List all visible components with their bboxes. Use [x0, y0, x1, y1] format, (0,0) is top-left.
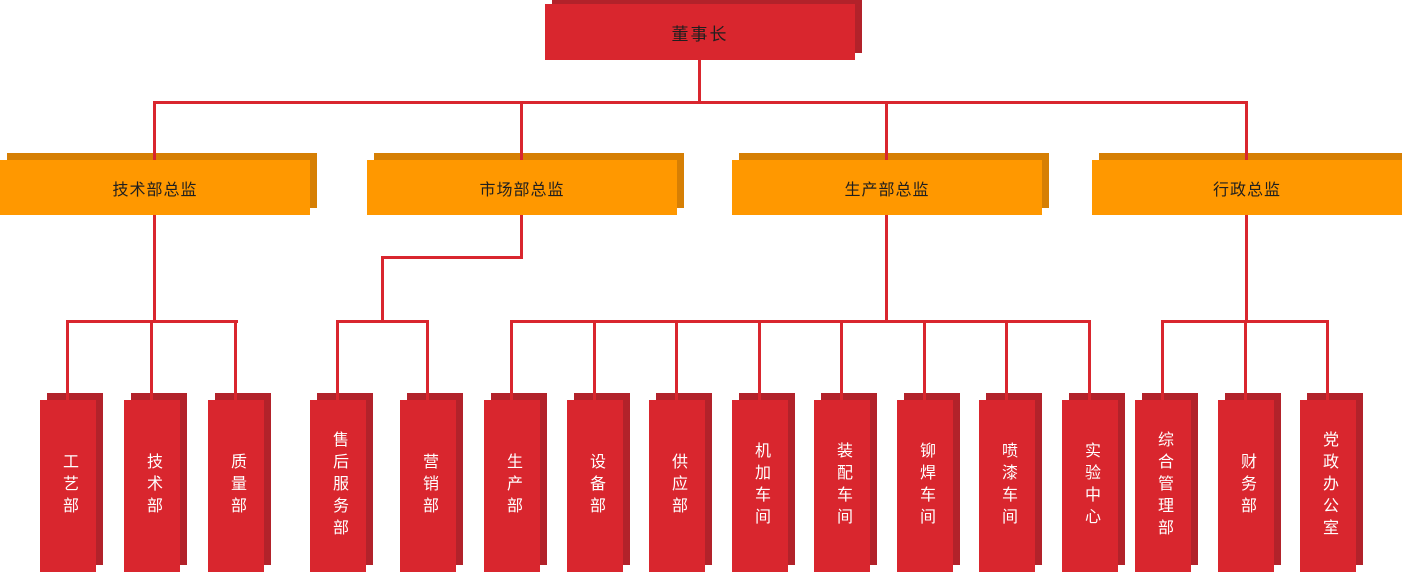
supply-dept-node: 供应部 — [649, 393, 712, 572]
equipment-dept-node: 设备部 — [567, 393, 630, 572]
connector-drop-tech-director — [153, 101, 156, 160]
riveting-welding-workshop-node: 铆焊车间 — [897, 393, 960, 572]
connector-drop-machining-workshop — [758, 320, 761, 400]
finance-dept-node: 财务部 — [1218, 393, 1281, 572]
after-sales-service-dept-node: 售后服务部 — [310, 393, 373, 572]
connector-drop-marketing-director — [520, 101, 523, 160]
general-management-dept-node: 综合管理部 — [1135, 393, 1198, 572]
test-center-node: 实验中心 — [1062, 393, 1125, 572]
craft-dept-node: 工艺部 — [40, 393, 103, 572]
connector-marketing-elbow-v — [381, 256, 384, 322]
admin-director-node: 行政总监 — [1092, 153, 1402, 215]
connector-production-stem — [885, 215, 888, 322]
quality-dept-node: 质量部 — [208, 393, 271, 572]
production-director-node: 生产部总监 — [732, 153, 1049, 215]
marketing-dept-node: 营销部 — [400, 393, 463, 572]
connector-drop-after-sales-dept — [336, 320, 339, 400]
connector-drop-general-management-dept — [1161, 320, 1164, 400]
technology-dept-node: 技术部 — [124, 393, 187, 572]
connector-drop-riveting-welding-workshop — [923, 320, 926, 400]
connector-marketing-elbow-h — [381, 256, 523, 259]
connector-production-bus — [510, 320, 1091, 323]
production-dept-node: 生产部 — [484, 393, 547, 572]
connector-drop-craft-dept — [66, 320, 69, 400]
connector-drop-technology-dept — [150, 320, 153, 400]
chairman-node: 董事长 — [545, 0, 862, 60]
marketing-director-node: 市场部总监 — [367, 153, 684, 215]
painting-workshop-node: 喷漆车间 — [979, 393, 1042, 572]
connector-level1-bus — [153, 101, 1248, 104]
connector-tech-stem — [153, 215, 156, 322]
connector-drop-party-admin-office — [1326, 320, 1329, 400]
connector-drop-assembly-workshop — [840, 320, 843, 400]
machining-workshop-node: 机加车间 — [732, 393, 795, 572]
connector-drop-admin-director — [1245, 101, 1248, 160]
connector-drop-supply-dept — [675, 320, 678, 400]
party-admin-office-node: 党政办公室 — [1300, 393, 1363, 572]
connector-drop-quality-dept — [234, 320, 237, 400]
connector-drop-production-dept — [510, 320, 513, 400]
connector-drop-finance-dept — [1244, 320, 1247, 400]
connector-drop-equipment-dept — [593, 320, 596, 400]
connector-drop-marketing-dept — [426, 320, 429, 400]
connector-root-stem — [698, 60, 701, 103]
connector-admin-stem — [1245, 215, 1248, 322]
connector-drop-painting-workshop — [1005, 320, 1008, 400]
connector-marketing-bus — [336, 320, 429, 323]
connector-drop-test-center — [1088, 320, 1091, 400]
tech-director-node: 技术部总监 — [0, 153, 317, 215]
connector-drop-production-director — [885, 101, 888, 160]
assembly-workshop-node: 装配车间 — [814, 393, 877, 572]
connector-marketing-stem — [520, 215, 523, 258]
